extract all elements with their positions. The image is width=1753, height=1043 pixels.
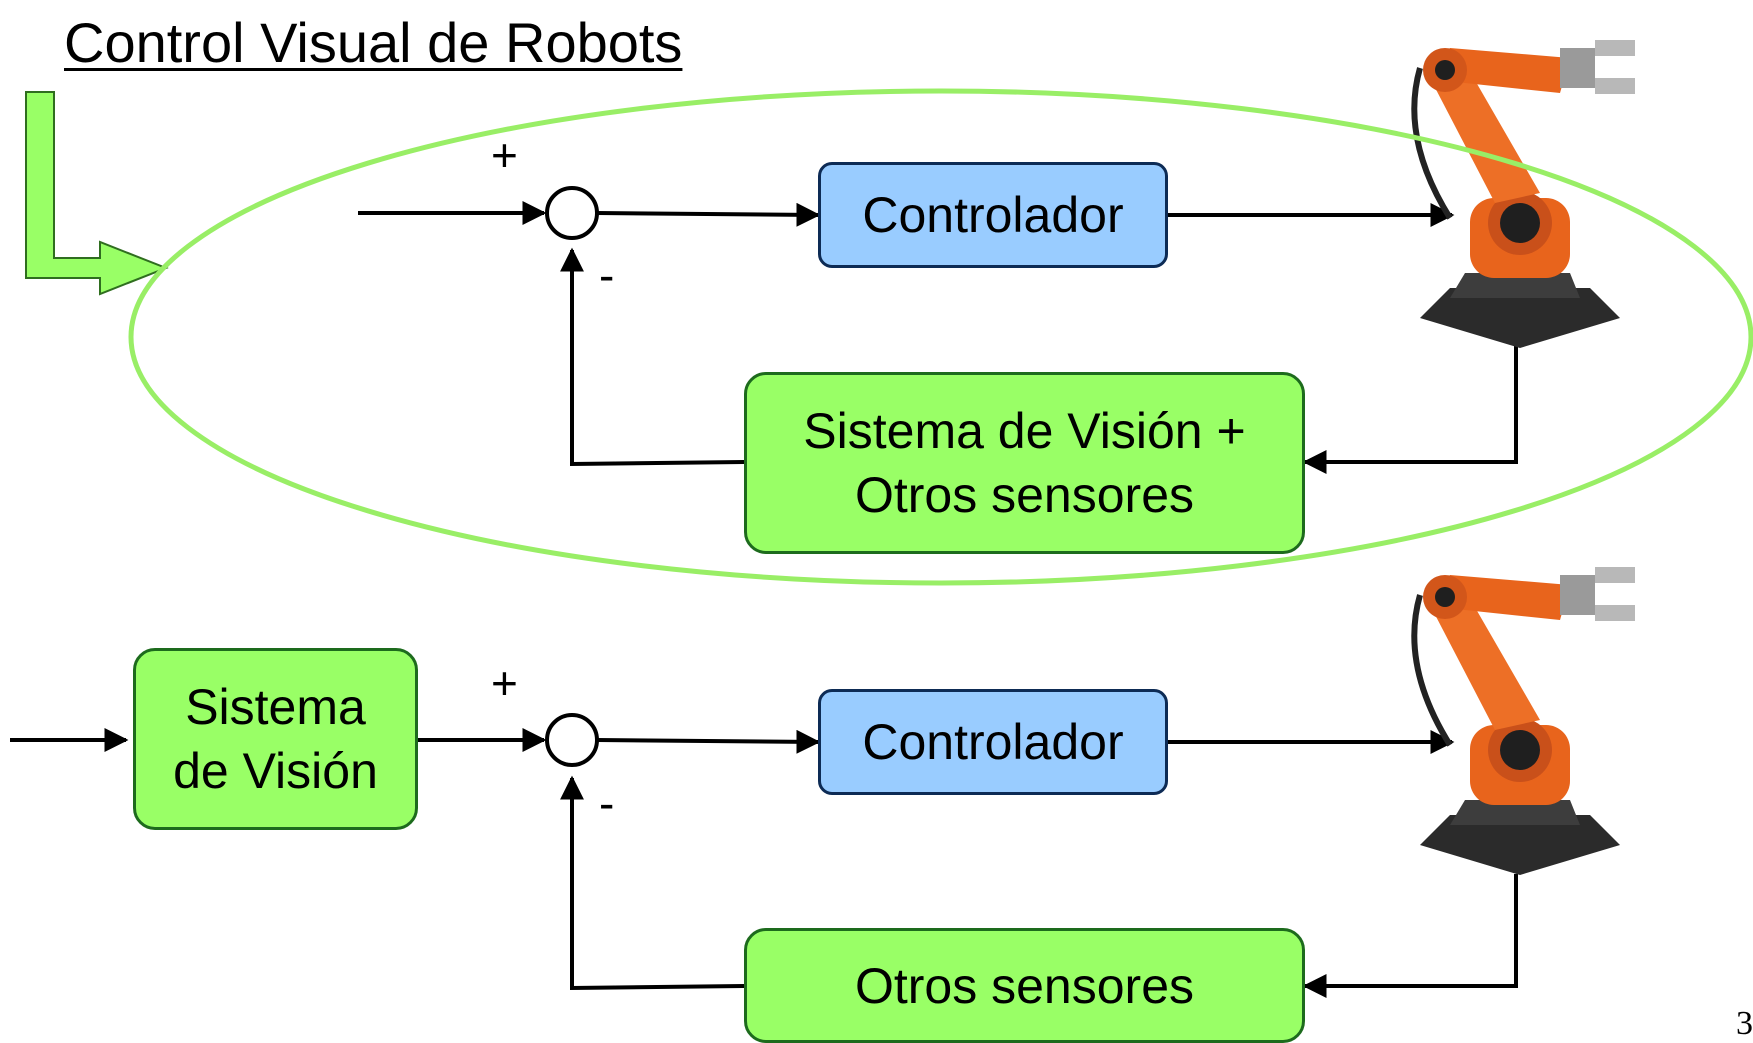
top-robot-to-feedback <box>1302 344 1518 474</box>
bottom-vision-line1: Sistema <box>185 679 366 735</box>
top-feedback-block: Sistema de Visión + Otros sensores <box>744 372 1305 554</box>
bottom-feedback-label: Otros sensores <box>854 957 1194 1014</box>
bottom-controller-label: Controlador <box>862 714 1124 770</box>
bottom-robot-to-feedback <box>1302 874 1518 998</box>
top-controller-block: Controlador <box>818 162 1168 268</box>
page-number: 3 <box>1736 1005 1753 1042</box>
top-feedback-line2: Otros sensores <box>854 467 1194 523</box>
top-plus-sign: + <box>491 129 518 181</box>
top-feedback-to-junction <box>560 247 745 467</box>
industrial-robot-icon <box>1411 40 1635 348</box>
bottom-feedback-block: Otros sensores <box>744 928 1305 1043</box>
bottom-minus-sign: - <box>599 777 615 829</box>
bottom-plus-sign: + <box>491 657 518 709</box>
highlight-arrow <box>25 91 169 296</box>
slide-title: Control Visual de Robots <box>64 11 683 74</box>
bottom-feedback-to-junction <box>560 775 745 991</box>
top-minus-sign: - <box>599 249 615 301</box>
bottom-controller-block: Controlador <box>818 689 1168 795</box>
industrial-robot-icon <box>1411 567 1635 875</box>
top-feedback-line1: Sistema de Visión + <box>803 403 1246 459</box>
top-controller-label: Controlador <box>862 187 1124 243</box>
bottom-vision-block: Sistema de Visión <box>133 648 418 830</box>
bottom-junction-to-controller <box>596 729 821 754</box>
top-junction-to-controller <box>596 202 821 227</box>
bottom-vision-line2: de Visión <box>173 743 378 799</box>
bottom-summing-junction <box>545 713 599 767</box>
top-summing-junction <box>545 186 599 240</box>
